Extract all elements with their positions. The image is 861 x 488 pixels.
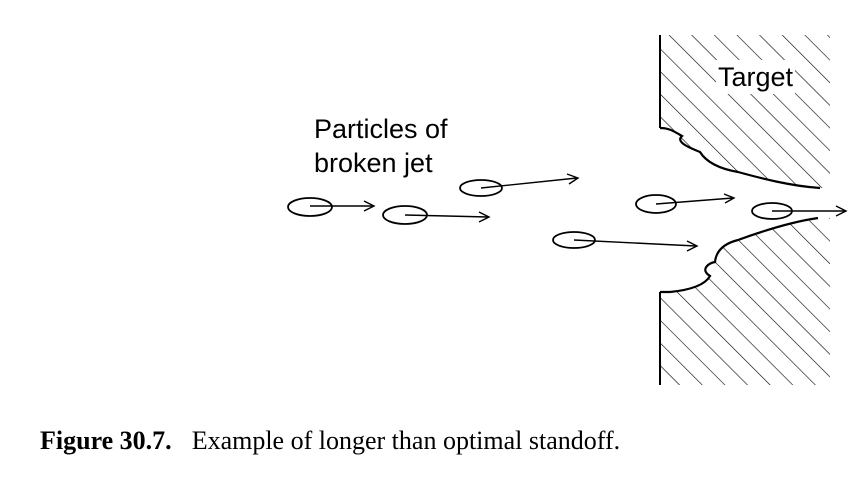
figure-number: Figure 30.7. bbox=[40, 426, 172, 455]
jet-particle bbox=[635, 193, 736, 214]
target-lower-block bbox=[659, 216, 830, 385]
particles-label-line: broken jet bbox=[314, 148, 433, 178]
jet-particle bbox=[751, 202, 848, 220]
jet-particle bbox=[287, 197, 376, 217]
caption-text: Example of longer than optimal standoff. bbox=[191, 426, 621, 455]
jet-particle bbox=[382, 205, 491, 225]
target-upper-block bbox=[659, 35, 830, 190]
jet-particle bbox=[459, 173, 580, 197]
jet-particle bbox=[552, 231, 699, 252]
figure-caption: Figure 30.7. Example of longer than optim… bbox=[40, 426, 620, 456]
particles-label-line: Particles of bbox=[314, 114, 448, 144]
target-label: Target bbox=[716, 60, 796, 94]
particles-label: Particles of broken jet bbox=[314, 112, 448, 180]
